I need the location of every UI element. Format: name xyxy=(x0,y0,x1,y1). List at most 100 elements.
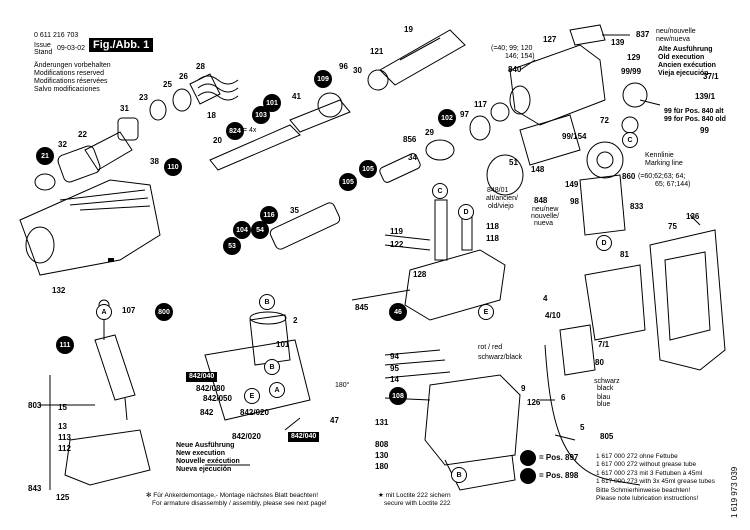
old-execution-de: Alte Ausführung xyxy=(658,46,713,53)
grease-line-6: Please note lubrication instructions! xyxy=(596,495,699,502)
callout-103: 103 xyxy=(252,106,270,124)
grease-line-3: 1 617 000 273 mit 3 Fettuben à 45ml xyxy=(596,470,703,477)
part-99 xyxy=(622,82,648,108)
part-843 xyxy=(64,429,151,486)
label-848-b: neu/new xyxy=(532,206,559,213)
new-execution-note-fr: Nouvelle exécution xyxy=(176,458,240,465)
label-blue: blue xyxy=(597,401,611,408)
label-128: 128 xyxy=(413,270,427,279)
label-18: 18 xyxy=(207,111,216,120)
label-848: 848 xyxy=(534,196,548,205)
callout-21: 21 xyxy=(36,147,54,165)
label-75: 75 xyxy=(668,222,677,231)
label-20: 20 xyxy=(213,136,222,145)
label-34: 34 xyxy=(408,153,417,162)
label-122: 122 xyxy=(390,240,404,249)
label-833: 833 xyxy=(630,202,644,211)
part-number: 0 611 216 703 xyxy=(34,32,79,39)
new-execution-en: new/nueva xyxy=(656,36,690,43)
label-125: 125 xyxy=(56,493,70,502)
callout-108: 108 xyxy=(389,387,407,405)
callout-53: 53 xyxy=(223,237,241,255)
label-29: 29 xyxy=(425,128,434,137)
pos-897-label: = Pos. 897 xyxy=(539,453,579,462)
label-842-020b: 842/020 xyxy=(232,432,261,441)
gear-860 xyxy=(586,141,624,179)
label-842-080: 842/080 xyxy=(196,384,225,393)
for-pos-840-de: 99 für Pos. 840 alt xyxy=(664,108,724,115)
issue-date: 09-03-02 xyxy=(57,45,86,52)
label-121: 121 xyxy=(370,47,384,56)
callout-105a: 105 xyxy=(359,160,377,178)
label-99-99: 99/99 xyxy=(621,67,642,76)
figure-label: Fig./Abb. 1 xyxy=(89,38,154,52)
label-131: 131 xyxy=(375,418,389,427)
part-96 xyxy=(317,92,343,118)
part-117 xyxy=(490,102,510,122)
loctite-note-en: secure with Loctite 222 xyxy=(384,500,451,507)
stator-2 xyxy=(249,314,291,366)
callout-105b: 105 xyxy=(339,173,357,191)
part-21-ring xyxy=(34,173,56,191)
old-execution-fr: Ancien exécution xyxy=(658,62,716,69)
label-5: 5 xyxy=(580,423,585,432)
part-97 xyxy=(469,115,491,141)
side-document-code: 1 619 973 039 xyxy=(730,466,739,518)
label-136: 136 xyxy=(686,212,700,221)
note-en: Modifications reserved xyxy=(34,70,105,77)
part-31 xyxy=(117,117,139,141)
callout-A-brush: A xyxy=(269,382,285,398)
spring-28 xyxy=(197,75,239,85)
callout-46: 46 xyxy=(389,303,407,321)
callout-D-housing: D xyxy=(458,204,474,220)
part-32 xyxy=(57,145,101,183)
label-860-note: (=60;62;63; 64; xyxy=(638,173,686,180)
shaft-20 xyxy=(209,124,301,171)
part-127 xyxy=(569,24,606,46)
label-blau: blau xyxy=(597,394,611,401)
label-black: black xyxy=(597,385,614,392)
label-15: 15 xyxy=(58,403,67,412)
label-842-020: 842/020 xyxy=(240,408,269,417)
label-98: 98 xyxy=(570,197,579,206)
callout-B-stator: B xyxy=(259,294,275,310)
new-execution-note-en: New execution xyxy=(176,450,226,457)
part-119-122 xyxy=(434,199,448,261)
label-148: 148 xyxy=(531,165,545,174)
label-842-050: 842/050 xyxy=(203,394,232,403)
housing-opening xyxy=(25,226,55,264)
part-121 xyxy=(367,69,389,91)
label-842: 842 xyxy=(200,408,214,417)
part-148 xyxy=(519,114,581,166)
new-execution-note-de: Neue Ausführung xyxy=(176,442,235,449)
callout-104: 104 xyxy=(233,221,251,239)
part-35 xyxy=(269,202,341,250)
callout-D-right: D xyxy=(596,235,612,251)
label-117: 117 xyxy=(474,100,487,109)
label-95: 95 xyxy=(390,364,399,373)
label-860: 860 xyxy=(622,172,636,181)
label-842-040-a: 842/040 xyxy=(186,372,218,382)
label-129: 129 xyxy=(627,53,641,62)
label-860-note-2: 65; 67;144) xyxy=(655,181,691,188)
label-4-10: 4/10 xyxy=(545,311,561,320)
label-118b: 118 xyxy=(486,234,499,243)
part-848-old xyxy=(486,154,524,196)
cable-6 xyxy=(544,344,641,486)
label-118: 118 xyxy=(486,222,499,231)
label-80: 80 xyxy=(595,358,604,367)
label-37-1: 37/1 xyxy=(703,72,719,81)
label-113: 113 xyxy=(58,433,71,442)
label-40-note: (=40; 99; 120 xyxy=(491,45,533,52)
armature-note-en: For armature disassembly / assembly, ple… xyxy=(152,500,327,507)
label-848-01-b: alt/ancien/ xyxy=(486,195,518,202)
callout-101: 101 xyxy=(263,94,281,112)
label-848-d: nueva xyxy=(534,220,554,227)
label-848-c: nouvelle/ xyxy=(531,213,560,220)
label-6: 6 xyxy=(561,393,566,402)
label-99: 99 xyxy=(700,126,709,135)
part-23 xyxy=(149,99,167,121)
label-96: 96 xyxy=(339,62,348,71)
grease-line-5: Bitte Schmierhinweise beachten! xyxy=(596,487,691,494)
